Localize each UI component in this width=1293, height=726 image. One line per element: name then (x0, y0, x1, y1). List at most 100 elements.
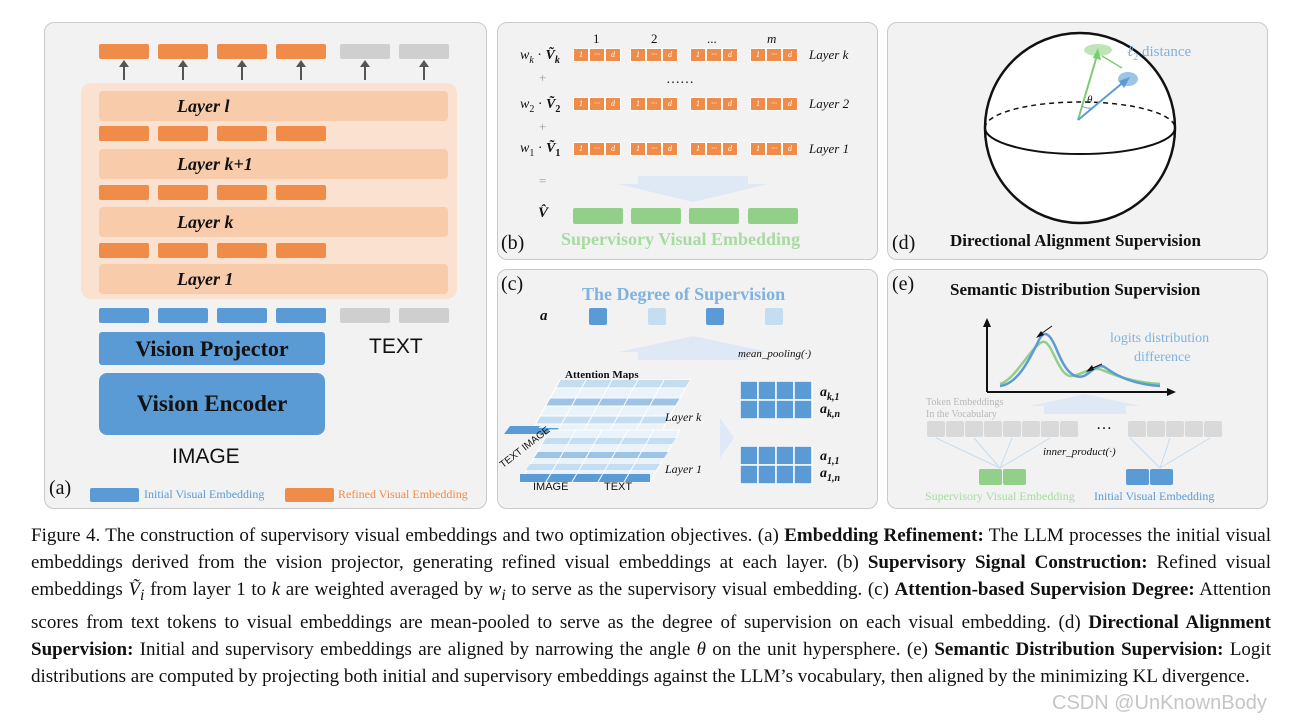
a-symbol: a (820, 449, 827, 464)
initial-visual-token (276, 308, 326, 323)
initial-emb-block (1150, 469, 1173, 485)
text-label: TEXT (369, 335, 423, 358)
a-k1-label: ak,1 (820, 385, 840, 403)
token-cell: 1 (573, 97, 589, 111)
token-cell: d (782, 97, 798, 111)
token-group: 1···d (750, 48, 798, 62)
panel-c-title: The Degree of Supervision (582, 284, 786, 304)
caption-text: Logit distributions are computed by proj… (31, 638, 1271, 687)
v-tilde-symbol: Ṽ (546, 97, 556, 112)
refined-token (99, 243, 149, 258)
caption-text: Attention scores from text tokens to vis… (31, 579, 1271, 633)
refined-token (158, 185, 208, 200)
output-text-token (340, 44, 390, 59)
up-arrow-icon (119, 60, 129, 80)
output-token (276, 44, 326, 59)
inner-product-label: inner_product(·) (1043, 446, 1116, 458)
legend-refined-swatch (285, 488, 334, 502)
vocab-token (984, 421, 1002, 437)
attention-matrix-k (740, 381, 813, 419)
a-sub: k,1 (827, 391, 840, 403)
attention-maps-title: Attention Maps (565, 369, 639, 381)
token-cell: 1 (573, 48, 589, 62)
token-cell: 1 (750, 48, 766, 62)
vocab-dots: … (1096, 416, 1112, 433)
token-cell: d (722, 142, 738, 156)
token-cell: 1 (690, 97, 706, 111)
vocab-token (946, 421, 964, 437)
initial-visual-token (158, 308, 208, 323)
degree-cell (589, 308, 607, 325)
token-cell: d (662, 48, 678, 62)
token-group: 1···d (690, 97, 738, 111)
a-symbol: a (820, 466, 827, 481)
token-cell: 1 (690, 142, 706, 156)
caption-math-sub: i (140, 586, 145, 604)
a-sub: k,n (827, 408, 841, 420)
attention-grid-layer-1 (519, 429, 681, 483)
vocab-token (1147, 421, 1165, 437)
layer-1-map-label: Layer 1 (665, 462, 702, 476)
token-cell: ··· (589, 48, 605, 62)
token-cell: ··· (646, 97, 662, 111)
legend-refined-text: Refined Visual Embedding (338, 487, 468, 501)
caption-bold: Semantic Distribution Supervision: (934, 638, 1224, 660)
layer-bar: Layer k (99, 207, 448, 237)
vocab-token (1022, 421, 1040, 437)
row-k-formula: wk · Ṽk (520, 48, 560, 66)
token-cell: d (782, 48, 798, 62)
up-arrow-icon (419, 60, 429, 80)
attention-matrix-1 (740, 446, 813, 484)
vocab-token (1204, 421, 1222, 437)
token-cell: 1 (630, 142, 646, 156)
plus-sign: + (539, 70, 547, 85)
caption-math: w (488, 579, 502, 600)
refined-token (217, 185, 267, 200)
a-sub: 1,1 (827, 455, 840, 467)
legend-initial-text: Initial Visual Embedding (144, 487, 265, 501)
right-arrow-icon (720, 418, 734, 458)
a-sub: 1,n (827, 472, 841, 484)
panel-e-label: (e) (892, 273, 915, 295)
layer-bar: Layer l (99, 91, 448, 121)
caption-math-sub: i (501, 586, 506, 604)
token-cell: ··· (589, 142, 605, 156)
refined-token (276, 126, 326, 141)
watermark: CSDN @UnKnownBody (1052, 692, 1267, 714)
token-group: 1···d (630, 142, 678, 156)
mean-pooling-label: mean_pooling(·) (738, 348, 812, 360)
token-cell: ··· (706, 97, 722, 111)
supervisory-token (689, 208, 739, 224)
v-hat-symbol: V̂ (538, 205, 549, 221)
token-cell: d (605, 142, 621, 156)
vocab-token (1166, 421, 1184, 437)
panel-e-title: Semantic Distribution Supervision (950, 280, 1201, 299)
weight-symbol: w (520, 48, 530, 63)
a-11-label: a1,1 (820, 449, 840, 467)
token-cell: 1 (750, 97, 766, 111)
up-arrow-icon (296, 60, 306, 80)
token-emb-line2: In the Vocabulary (926, 409, 997, 420)
a-symbol: a (820, 402, 827, 417)
degree-cell (706, 308, 724, 325)
down-arrow-icon (618, 176, 768, 202)
token-cell: d (662, 97, 678, 111)
token-cell: d (722, 48, 738, 62)
panel-b (497, 22, 878, 260)
token-group: 1···d (750, 97, 798, 111)
refined-token (158, 126, 208, 141)
weight-symbol: w (520, 141, 530, 156)
v-tilde-symbol: Ṽ (546, 141, 556, 156)
layer-k-map-label: Layer k (665, 410, 702, 424)
output-token (217, 44, 267, 59)
vocab-token (1185, 421, 1203, 437)
token-group: 1···d (573, 48, 621, 62)
a-kn-label: ak,n (820, 402, 840, 420)
weight-sub: 2 (529, 103, 535, 115)
vocab-token (1041, 421, 1059, 437)
logits-diff-line2: difference (1134, 350, 1191, 365)
refined-token (217, 243, 267, 258)
vision-projector: Vision Projector (99, 332, 325, 365)
token-cell: d (605, 97, 621, 111)
col-label: m (767, 31, 777, 46)
